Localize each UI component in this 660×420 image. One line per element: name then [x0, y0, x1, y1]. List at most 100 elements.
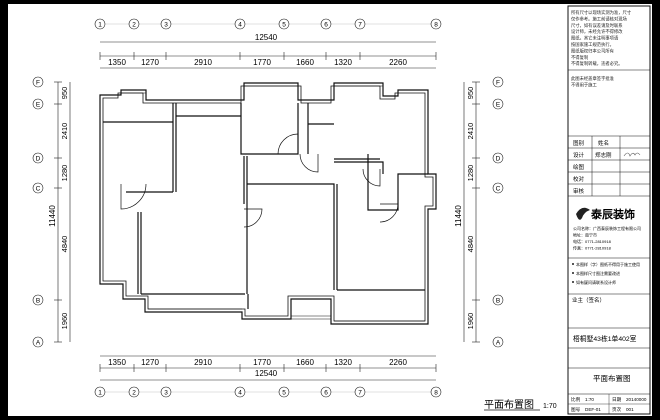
plan-scale: 1:70 — [543, 403, 557, 410]
designer-signature — [623, 152, 641, 157]
grid-bubble-letter — [492, 98, 504, 110]
company-info-line: 公司名称：广西泰辰装饰工程有限公司 — [573, 225, 641, 231]
footer-value: 20140000 — [626, 397, 647, 402]
grid-bubble-letter — [492, 76, 504, 88]
legend-bullet — [572, 263, 574, 265]
top-dim-label: 2260 — [389, 58, 407, 67]
grid-bubble — [430, 386, 442, 398]
right-overall-dim-text: 11440 — [454, 205, 463, 227]
title-block: 所有尺寸以现场实测为准，尺寸仅作参考。施工前请核对现场尺寸，如有误差请及时联系设… — [567, 5, 651, 415]
side-dim-label: 4840 — [60, 236, 69, 253]
company-name: 泰辰装饰 — [590, 207, 635, 221]
grid-bubble-letter — [492, 152, 504, 164]
bottom-dim-label: 1320 — [334, 358, 352, 367]
plan-title-group: 平面布置图 1:70 — [484, 399, 557, 411]
grid-number: 1 — [98, 390, 102, 397]
side-dim-label: 1960 — [60, 313, 69, 330]
grid-bubble-letter — [32, 152, 44, 164]
footer-key: 比例 — [571, 396, 581, 403]
company-logo-mark — [576, 207, 590, 220]
project-label: 业主（签名） — [572, 296, 605, 304]
bottom-dim-label: 2910 — [194, 358, 212, 367]
grid-bubble — [278, 18, 290, 30]
grid-letter: A — [496, 340, 501, 347]
floor-plan-drawing: 12540 12540 11440 11440 — [32, 5, 651, 415]
general-note-line: 不得复制 — [571, 54, 588, 61]
grid-letter: B — [36, 298, 40, 305]
grid-bubble — [128, 386, 140, 398]
bottom-dim-label: 2260 — [389, 358, 407, 367]
project-name: 梧桐墅43栋1单402室 — [573, 334, 637, 343]
bottom-dim-label: 1350 — [108, 358, 126, 367]
footer-value: DEF-01 — [585, 407, 601, 412]
bottom-overall-dim-text: 12540 — [255, 369, 278, 378]
top-dim-label: 1350 — [108, 58, 126, 67]
grid-bubble-letter — [492, 182, 504, 194]
approval-note-line: 不得用于施工 — [571, 81, 597, 88]
top-dim-label: 1770 — [253, 58, 271, 67]
side-dim-label: 1280 — [466, 165, 475, 182]
grid-number: 7 — [358, 390, 362, 397]
general-note-line: 设计师，未经允许不得修改 — [571, 28, 623, 35]
general-notes: 所有尺寸以现场实测为准，尺寸仅作参考。施工前请核对现场尺寸，如有误差请及时联系设… — [571, 9, 632, 67]
side-dim-label: 2410 — [466, 123, 475, 140]
grid-letter: F — [36, 80, 40, 87]
top-overall-dimension: 12540 — [255, 33, 278, 42]
legend-note-line: 如有疑问请联系设计师 — [576, 279, 616, 285]
top-dim-label: 1270 — [141, 58, 159, 67]
general-note-line: 按国家施工规范执行。 — [571, 41, 614, 48]
grid-number: 6 — [324, 390, 328, 397]
grid-bubble — [94, 386, 106, 398]
grid-number: 5 — [282, 22, 286, 29]
side-dim-label: 1960 — [466, 313, 475, 330]
signature-table — [568, 136, 650, 197]
signature-row-label: 设计 — [573, 151, 585, 159]
grid-bubble — [320, 386, 332, 398]
grid-bubble — [354, 18, 366, 30]
general-note-line: 所有尺寸以现场实测为准，尺寸 — [571, 9, 632, 16]
grid-letter: B — [496, 298, 500, 305]
company-logo: 泰辰装饰 — [576, 207, 635, 221]
grid-letter: C — [496, 186, 501, 193]
grid-bubble — [320, 18, 332, 30]
top-dim-label: 1660 — [296, 58, 314, 67]
signature-row-label: 校对 — [573, 175, 585, 183]
grid-bubble — [234, 386, 246, 398]
grid-letter: D — [36, 156, 41, 163]
grid-bubble — [234, 18, 246, 30]
left-overall-dim-text: 11440 — [48, 205, 57, 227]
company-info-line: 传真：0771-2810918 — [573, 245, 612, 251]
grid-bubble-letter — [32, 294, 44, 306]
grid-letter: D — [496, 156, 501, 163]
legend-bullet — [572, 272, 574, 274]
footer-key: 页次 — [612, 406, 622, 413]
general-note-line: 仅作参考。施工前请核对现场 — [571, 15, 628, 22]
footer-key: 日期 — [612, 397, 622, 403]
grid-bubble — [94, 18, 106, 30]
grid-bubble-letter — [492, 336, 504, 348]
signature-row-label: 审核 — [573, 187, 585, 195]
side-dim-label: 4840 — [466, 236, 475, 253]
bottom-dim-label: 1270 — [141, 358, 159, 367]
grid-letter: A — [36, 340, 41, 347]
grid-bubble — [160, 18, 172, 30]
grid-bubble — [430, 18, 442, 30]
drawing-name: 平面布置图 — [593, 373, 631, 383]
grid-number: 2 — [132, 390, 136, 397]
floor-plan-walls — [99, 82, 437, 325]
side-dim-label: 950 — [60, 87, 69, 100]
right-overall-dimension: 11440 — [454, 205, 463, 227]
grid-bubble-letter — [492, 294, 504, 306]
footer-key: 图号 — [571, 407, 581, 413]
footer-value: 001 — [626, 407, 634, 412]
grid-bubble — [278, 386, 290, 398]
top-dim-label: 1320 — [334, 58, 352, 67]
legend-bullet — [572, 281, 574, 283]
grid-bubble-letter — [32, 182, 44, 194]
general-note-line: 尺寸，如有误差请及时联系 — [571, 22, 623, 29]
left-overall-dimension: 11440 — [48, 205, 57, 227]
